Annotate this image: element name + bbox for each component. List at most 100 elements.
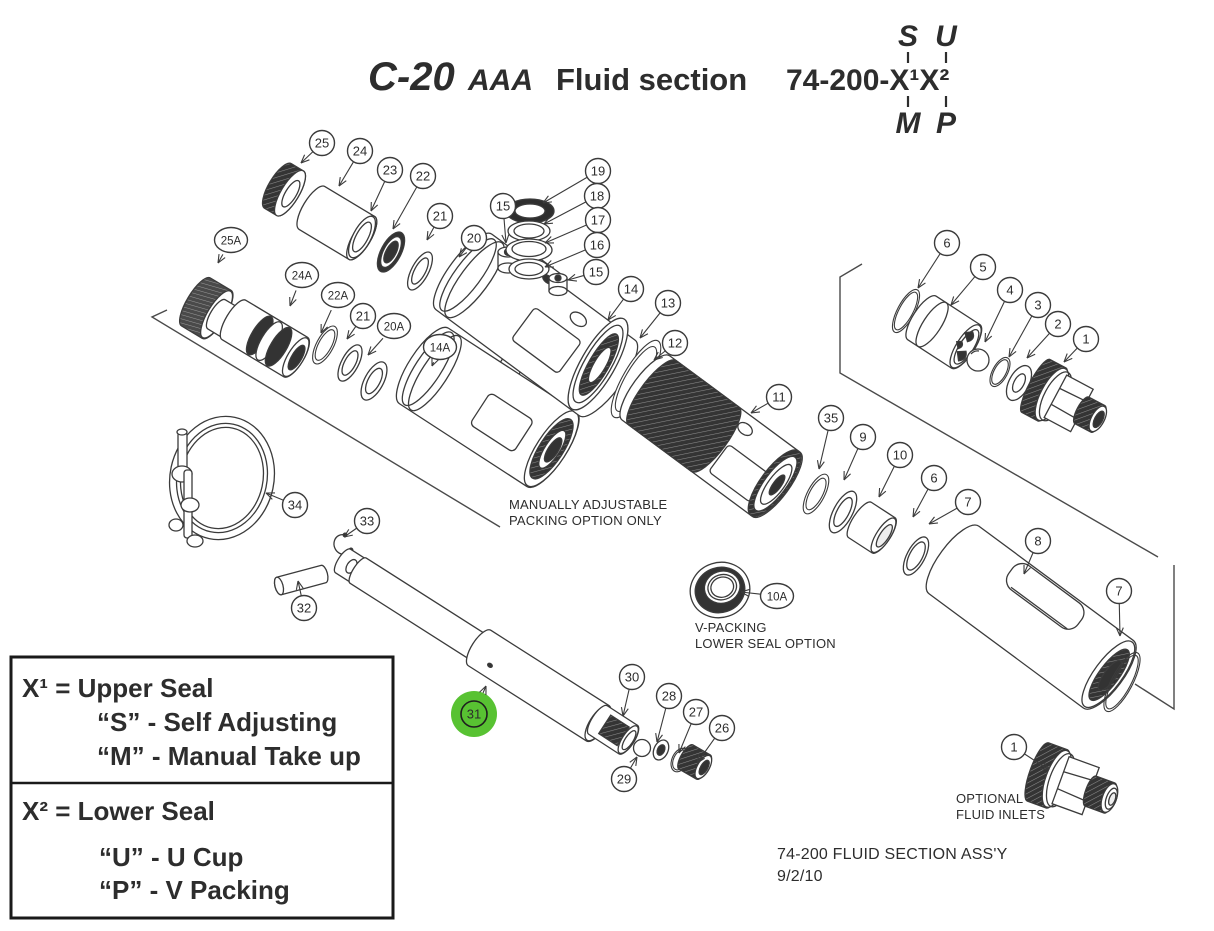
svg-text:14A: 14A [430,343,451,355]
title-block: C-20 AAA Fluid section 74-200-X¹X² S U M… [368,20,958,140]
part-1-inlet-fitting [1019,358,1108,433]
callout-26: 26 [696,714,736,764]
callout-7: 7 [1105,577,1133,637]
svg-text:13: 13 [661,296,675,311]
callout-34: 34 [265,491,309,519]
svg-text:25: 25 [315,136,329,151]
part-21-ring [406,251,434,291]
svg-text:4: 4 [1006,283,1013,298]
callout-35: 35 [816,404,845,470]
svg-text:20: 20 [467,231,481,246]
legend-upper-item-m: “M” - Manual Take up [97,741,361,771]
legend-lower-item-p: “P” - V Packing [99,875,290,905]
callout-5: 5 [950,253,997,306]
part-22-seal [376,231,406,273]
svg-text:35: 35 [824,411,838,426]
part-22A-ring [312,325,338,365]
svg-text:16: 16 [590,238,604,253]
callout-22: 22 [392,162,437,230]
svg-text:17: 17 [591,213,605,228]
part-34-clamp [168,415,276,548]
seal-legend: X¹ = Upper Seal “S” - Self Adjusting “M”… [9,655,395,920]
upper-seal-option-m: M [896,107,922,140]
callout-28: 28 [655,682,683,743]
part-25-packing-nut [261,162,307,217]
legend-lower-heading: X² = Lower Seal [22,796,215,826]
part-11-cylinder [619,354,803,519]
callout-14: 14 [607,275,645,321]
part-16-ring [508,258,550,280]
part-9-ring [828,490,858,534]
svg-text:30: 30 [625,670,639,685]
svg-text:32: 32 [297,601,311,616]
callout-27: 27 [678,698,710,754]
callout-13: 13 [639,289,682,339]
callout-14A: 14A [422,333,458,367]
note-fluid-inlets-line2: FLUID INLETS [956,807,1045,822]
callout-25: 25 [300,129,336,164]
svg-text:7: 7 [1115,584,1122,599]
svg-text:23: 23 [383,163,397,178]
part-3-ring [989,356,1011,388]
callout-20A: 20A [367,312,412,356]
callout-4: 4 [984,276,1024,343]
callout-21: 21 [346,302,377,340]
callout-11: 11 [750,383,793,414]
callout-29: 29 [610,756,638,793]
callout-23: 23 [370,156,404,212]
seal-option-connectors [906,52,948,107]
part-6-oring-upper [891,288,921,334]
part-26-seat [677,743,713,781]
svg-text:26: 26 [715,721,729,736]
svg-text:20A: 20A [384,322,405,334]
note-fluid-inlets-line1: OPTIONAL [956,791,1023,806]
part-8-lower-cylinder [925,524,1137,710]
part-23-ring [347,215,377,259]
callout-1: 1 [1063,325,1100,363]
svg-text:10A: 10A [767,592,788,604]
section-boundary-right-bottom [1134,565,1175,711]
svg-text:8: 8 [1034,534,1041,549]
svg-text:19: 19 [591,164,605,179]
svg-text:3: 3 [1034,298,1041,313]
part-4-ball [966,348,990,372]
callout-31: 31 [451,685,497,737]
section-boundary-left [150,309,501,528]
highlight-disc [451,691,497,737]
note-packing-option-line1: MANUALLY ADJUSTABLE [509,497,668,512]
title-section: Fluid section [556,62,747,97]
svg-text:25A: 25A [221,236,242,248]
lower-seal-option-u: U [935,20,958,53]
callout-32: 32 [290,580,318,622]
callout-15: 15 [567,258,610,286]
callout-10: 10 [878,441,914,498]
part-10-gland-sleeve [846,501,897,554]
note-v-packing-line1: V-PACKING [695,620,767,635]
upper-seal-option-s: S [898,20,918,53]
callout-9: 9 [843,423,877,481]
svg-text:28: 28 [662,689,676,704]
part-20A-ring [360,361,388,401]
note-packing-option-line2: PACKING OPTION ONLY [509,513,662,528]
callout-3: 3 [1008,291,1052,358]
callout-7: 7 [928,488,982,525]
svg-text:22A: 22A [328,291,349,303]
part-6-ring-lower [902,536,930,576]
svg-text:33: 33 [360,514,374,529]
callout-19: 19 [542,157,612,204]
callout-1: 1 [1000,733,1050,771]
svg-text:29: 29 [617,772,631,787]
svg-text:12: 12 [668,336,682,351]
title-part-number: 74-200-X¹X² [786,64,949,97]
callout-30: 30 [618,663,646,717]
svg-text:22: 22 [416,169,430,184]
part-32-pin [273,564,329,596]
part-28-washer [652,739,670,761]
part-10A-v-packing [689,561,751,619]
svg-text:10: 10 [893,448,907,463]
note-v-packing-line2: LOWER SEAL OPTION [695,636,836,651]
part-1-optional-inlet [1024,742,1119,816]
